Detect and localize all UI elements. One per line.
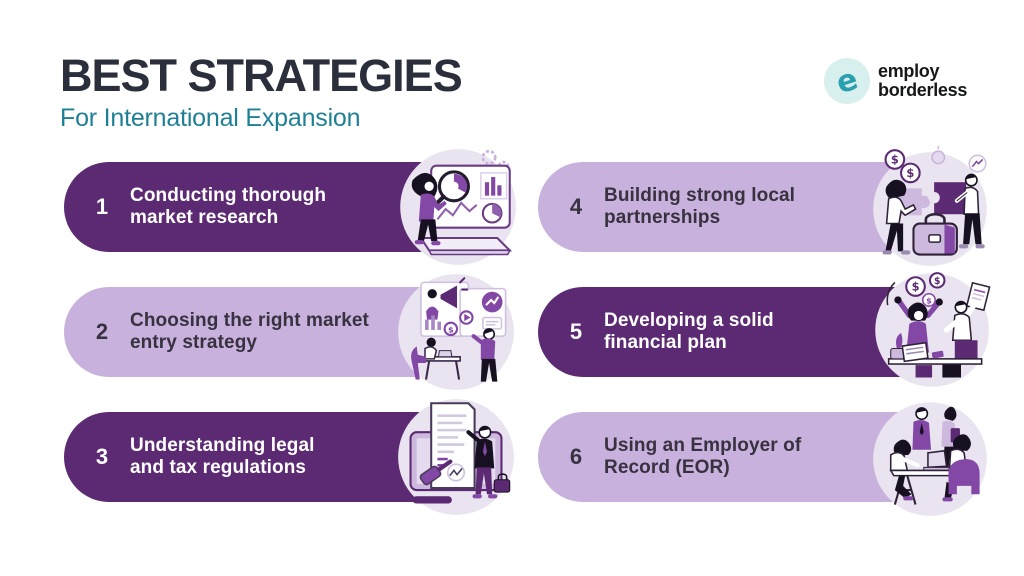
strategy-label: Using an Employer of Record (EOR): [604, 435, 801, 479]
strategy-label-line1: Using an Employer of: [604, 435, 802, 456]
strategy-label: Conducting thorough market research: [130, 185, 326, 229]
strategy-label-line2: financial plan: [604, 332, 727, 353]
svg-text:$: $: [934, 276, 940, 287]
legal-tax-illustration: [394, 395, 518, 519]
svg-text:$: $: [891, 153, 899, 167]
page-title: BEST STRATEGIES: [60, 50, 463, 101]
market-entry-illustration: $: [394, 270, 518, 394]
strategy-number: 4: [569, 194, 583, 219]
financial-plan-illustration: $ $ $: [868, 270, 992, 394]
eor-meeting-illustration: [868, 395, 992, 519]
strategy-label-line2: Record (EOR): [604, 457, 730, 478]
header: BEST STRATEGIES For International Expans…: [60, 50, 463, 133]
strategy-label-line1: Choosing the right market: [130, 310, 369, 331]
strategy-label-line2: market research: [130, 207, 279, 228]
strategy-label: Choosing the right market entry strategy: [130, 310, 369, 354]
strategy-label-line2: partnerships: [604, 207, 721, 228]
strategy-card-4: 4 Building strong local partnerships $ $: [538, 146, 987, 266]
svg-text:$: $: [906, 166, 914, 180]
strategy-label: Understanding legal and tax regulations: [130, 435, 315, 479]
brand-logo: e employ borderless: [824, 58, 967, 104]
strategy-number: 3: [95, 444, 109, 469]
brand-logo-text: employ borderless: [878, 62, 967, 100]
strategy-card-2: 2 Choosing the right market entry strate…: [64, 274, 514, 390]
strategy-label-line2: and tax regulations: [130, 457, 307, 478]
strategy-label-line2: entry strategy: [130, 332, 258, 353]
market-research-illustration: [394, 145, 518, 269]
strategy-label-line1: Developing a solid: [604, 310, 774, 331]
strategy-label-line1: Building strong local: [604, 185, 796, 206]
strategy-label: Building strong local partnerships: [604, 185, 795, 229]
employ-borderless-e-icon: e: [824, 58, 870, 104]
strategy-card-5: 5 Developing a solid financial plan $ $ …: [538, 272, 991, 387]
strategy-card-1: 1 Conducting thorough market research: [64, 149, 516, 265]
strategy-label: Developing a solid financial plan: [604, 310, 774, 354]
strategy-label-line1: Understanding legal: [130, 435, 315, 456]
svg-text:$: $: [448, 325, 454, 335]
svg-text:$: $: [912, 280, 920, 294]
brand-logo-line1: employ: [878, 61, 940, 81]
strategy-number: 5: [569, 319, 583, 344]
brand-logo-line2: borderless: [878, 80, 968, 100]
strategy-number: 1: [95, 194, 109, 219]
strategy-number: 2: [95, 319, 109, 344]
strategy-label-line1: Conducting thorough: [130, 185, 327, 206]
strategy-card-6: 6 Using an Employer of Record (EOR): [538, 402, 987, 516]
svg-text:$: $: [926, 296, 932, 306]
strategy-number: 6: [569, 444, 583, 469]
page-subtitle: For International Expansion: [60, 104, 361, 133]
partnerships-illustration: $ $: [868, 145, 992, 269]
strategy-card-3: 3 Understanding legal and tax regulation…: [64, 399, 514, 515]
